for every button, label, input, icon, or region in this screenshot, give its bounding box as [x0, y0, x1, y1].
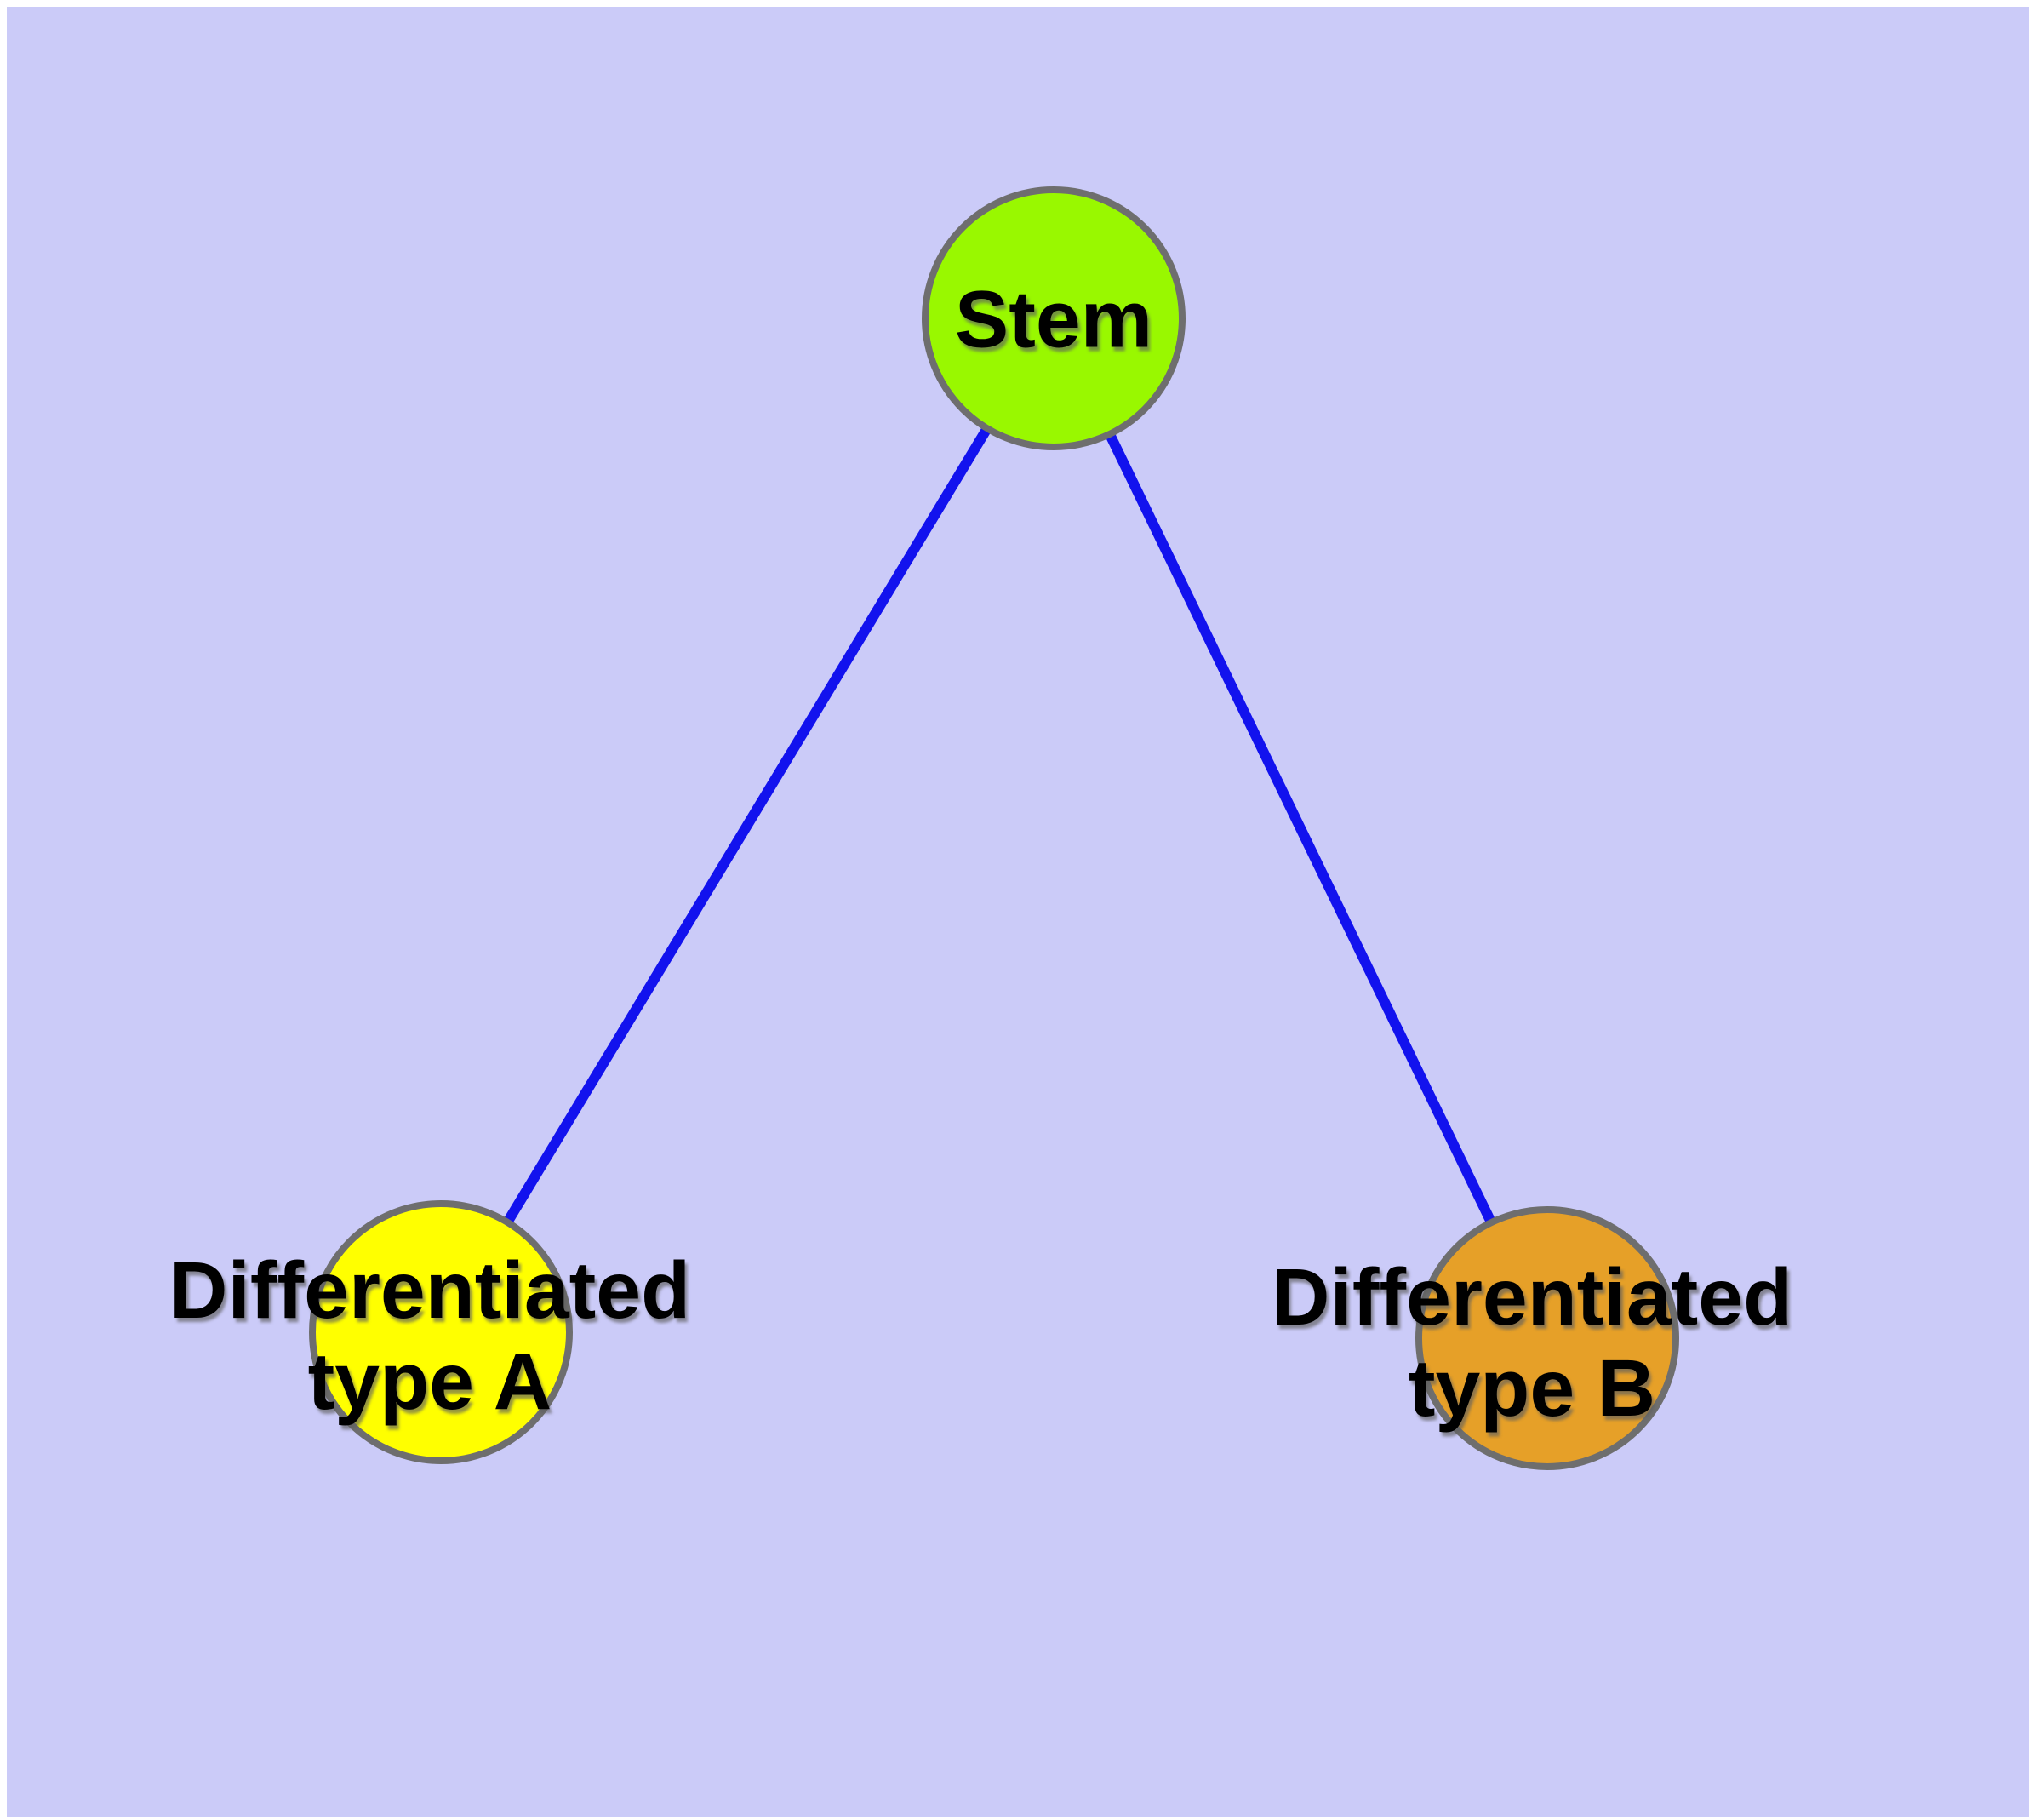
node-circle-stem	[922, 186, 1186, 450]
edge-group	[436, 315, 1552, 1341]
edge-stem-to-type-b	[1049, 316, 1552, 1341]
edge-stem-to-type-a	[436, 315, 1059, 1336]
node-circle-type-b	[1415, 1206, 1679, 1470]
node-circle-type-a	[309, 1200, 573, 1464]
node-group	[309, 186, 1679, 1470]
